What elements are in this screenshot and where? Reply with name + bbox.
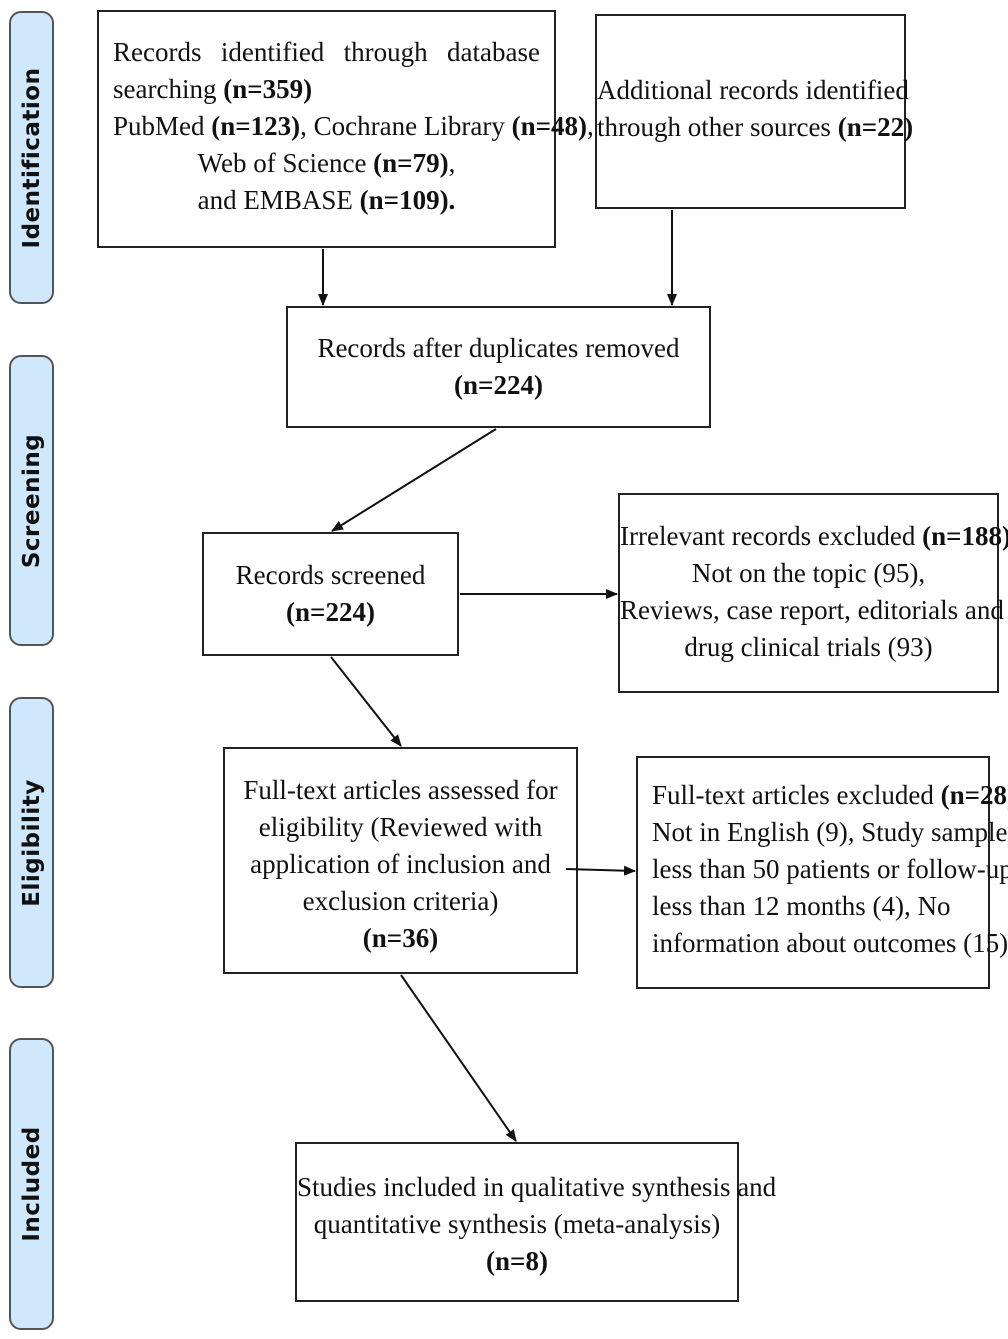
arrow-duplicates-to-screened xyxy=(331,428,497,532)
stage-screening: Screening xyxy=(9,355,54,646)
studies-included-box: Studies included in qualitative synthesi… xyxy=(295,1142,777,1302)
fulltext-excluded-line-5: information about outcomes (15) xyxy=(652,928,1008,958)
fulltext-line-4: exclusion criteria) xyxy=(302,886,499,916)
embase-count: (n=109). xyxy=(359,185,456,215)
pubmed-count: (n=123) xyxy=(211,111,301,141)
database-line-1: Records identified through database xyxy=(113,37,540,67)
stage-eligibility: Eligibility xyxy=(9,697,54,988)
fulltext-count: (n=36) xyxy=(362,923,439,953)
stage-identification: Identification xyxy=(9,11,54,304)
database-total-count: (n=359) xyxy=(223,74,313,104)
fulltext-excluded-line-3: less than 50 patients or follow-up xyxy=(652,854,1008,884)
fulltext-line-3: application of inclusion and xyxy=(250,849,551,879)
irrelevant-line-4: drug clinical trials (93) xyxy=(684,632,933,662)
database-line-3: PubMed (n=123), Cochrane Library (n=48), xyxy=(113,111,594,141)
irrelevant-line-3: Reviews, case report, editorials and xyxy=(620,595,1004,625)
cochrane-count: (n=48) xyxy=(511,111,587,141)
database-line-2: searching (n=359) xyxy=(113,74,313,104)
irrelevant-line-2: Not on the topic (95), xyxy=(691,558,926,588)
records-screened-label: Records screened xyxy=(235,560,426,590)
wos-count: (n=79) xyxy=(373,148,449,178)
fulltext-excluded-count: (n=28). xyxy=(940,780,1008,810)
database-line-4: Web of Science (n=79), xyxy=(197,148,456,178)
irrelevant-excluded-box: Irrelevant records excluded (n=188) Not … xyxy=(618,493,1008,693)
database-search-box: Records identified through database sear… xyxy=(97,10,594,248)
fulltext-excluded-line-1: Full-text articles excluded (n=28). xyxy=(652,777,1008,814)
stage-included: Included xyxy=(9,1038,54,1330)
other-sources-box: Additional records identified through ot… xyxy=(595,14,914,209)
arrow-screened-to-fulltext xyxy=(330,656,402,747)
fulltext-excluded-box: Full-text articles excluded (n=28). Not … xyxy=(636,756,1008,989)
arrow-fulltext-to-excluded xyxy=(565,865,636,876)
fulltext-assessed-box: Full-text articles assessed for eligibil… xyxy=(223,747,578,974)
database-line-5: and EMBASE (n=109). xyxy=(197,185,456,215)
other-sources-line-2: through other sources (n=22) xyxy=(597,112,914,142)
irrelevant-line-1: Irrelevant records excluded (n=188) xyxy=(620,518,1008,555)
irrelevant-count: (n=188) xyxy=(922,521,1008,551)
fulltext-excluded-line-2: Not in English (9), Study sample xyxy=(652,817,1008,847)
other-sources-count: (n=22) xyxy=(837,112,914,142)
duplicates-removed-box: Records after duplicates removed (n=224) xyxy=(286,306,711,428)
included-count: (n=8) xyxy=(486,1246,548,1276)
duplicates-removed-count: (n=224) xyxy=(454,370,543,400)
fulltext-line-1: Full-text articles assessed for xyxy=(243,775,558,805)
other-sources-line-1: Additional records identified xyxy=(597,75,909,105)
fulltext-excluded-line-4: less than 12 months (4), No xyxy=(652,891,951,921)
records-screened-count: (n=224) xyxy=(286,597,375,627)
duplicates-removed-label: Records after duplicates removed xyxy=(317,333,680,363)
included-line-1: Studies included in qualitative synthesi… xyxy=(297,1172,777,1202)
records-screened-box: Records screened (n=224) xyxy=(202,532,459,656)
fulltext-line-2: eligibility (Reviewed with xyxy=(258,812,543,842)
arrow-fulltext-to-included xyxy=(400,974,517,1142)
included-line-2: quantitative synthesis (meta-analysis) xyxy=(313,1209,721,1239)
